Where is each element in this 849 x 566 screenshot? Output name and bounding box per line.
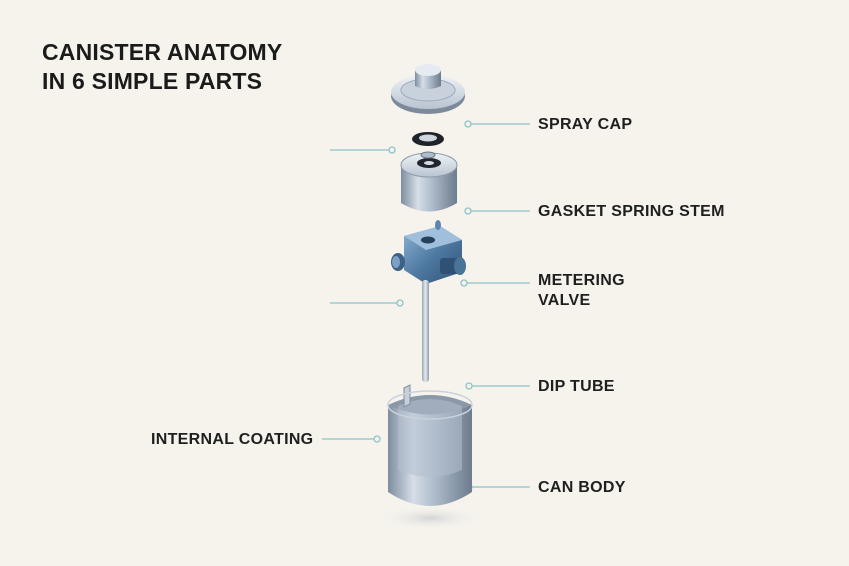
title-line-2: IN 6 SIMPLE PARTS bbox=[42, 68, 263, 94]
metering-valve-part bbox=[391, 220, 466, 284]
label-can-body: CAN BODY bbox=[538, 479, 626, 496]
gasket-part bbox=[412, 132, 444, 146]
label-internal-coating: INTERNAL COATING bbox=[151, 431, 314, 448]
leader-dot-spray-cap bbox=[464, 120, 472, 128]
leader-dot-dip-tube bbox=[465, 382, 473, 390]
title-line-1: CANISTER ANATOMY bbox=[42, 39, 283, 65]
label-gasket-spring-stem: GASKET SPRING STEM bbox=[538, 203, 725, 220]
label-metering-valve-line-2: VALVE bbox=[538, 292, 591, 309]
dip-tube-part bbox=[422, 280, 429, 382]
spray-cap-part bbox=[391, 64, 465, 114]
spring-stem-part bbox=[400, 151, 458, 212]
leader-dot-gasket bbox=[464, 207, 472, 215]
can-body-part bbox=[378, 384, 482, 530]
leader-dot-coating bbox=[373, 435, 381, 443]
diagram-title: CANISTER ANATOMY IN 6 SIMPLE PARTS bbox=[42, 38, 282, 96]
label-spray-cap: SPRAY CAP bbox=[538, 116, 633, 133]
label-metering-valve-line-1: METERING bbox=[538, 272, 625, 289]
label-dip-tube: DIP TUBE bbox=[538, 378, 615, 395]
leader-dot-metering bbox=[460, 279, 468, 287]
leader-dot-left-upper bbox=[388, 146, 396, 154]
leader-dot-left-lower bbox=[396, 299, 404, 307]
